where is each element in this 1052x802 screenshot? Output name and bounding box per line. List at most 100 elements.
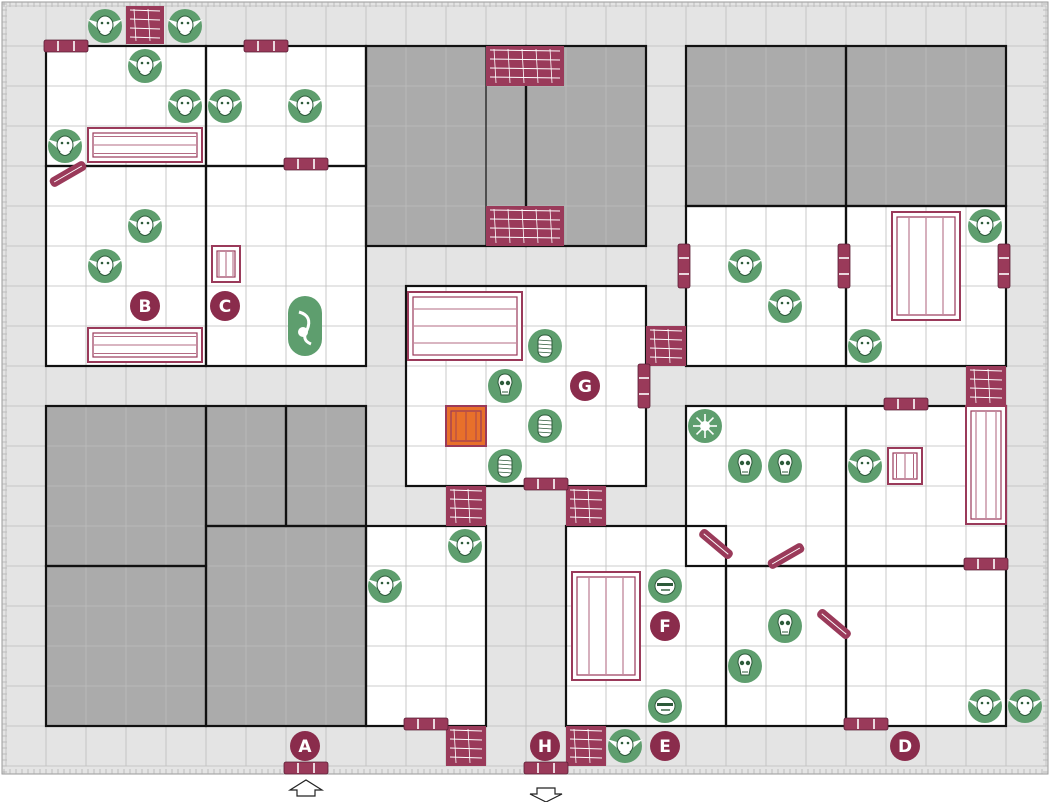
door-panel: [403, 717, 449, 731]
goblin-ears: [287, 99, 323, 108]
mummy-wraps: [537, 419, 553, 422]
door-panel: [283, 157, 329, 171]
skull-eye: [499, 380, 505, 386]
goblin-head: [136, 215, 154, 235]
rubble-block: [566, 486, 606, 526]
stone-line: [649, 338, 683, 341]
goblin-eye: [140, 221, 144, 225]
stone-line: [507, 208, 511, 244]
goblin-eye: [626, 741, 630, 745]
goblin-head: [776, 295, 794, 315]
goblin-eye: [146, 221, 150, 225]
goblin-icon: [727, 249, 763, 283]
stone-line: [489, 67, 561, 70]
door-icon: [843, 717, 889, 731]
goblin-head: [176, 95, 194, 115]
treasure-chest-icon: [211, 245, 241, 283]
label-b: B: [130, 291, 160, 321]
stone-line: [987, 368, 991, 404]
goblin-eye: [306, 101, 310, 105]
stone-line: [489, 227, 561, 230]
rack-icon: [87, 327, 203, 363]
label-badge: [570, 371, 600, 401]
orc-icon: [648, 569, 682, 603]
goblin-eye: [786, 301, 790, 305]
table-icon-inner: [896, 216, 956, 316]
goblin-shoulders: [138, 231, 152, 236]
label-e: E: [650, 731, 680, 761]
door-icon: [243, 39, 289, 53]
trap-line: [703, 533, 729, 555]
fireplace-icon-inner: [970, 410, 1002, 520]
stone-line: [129, 36, 161, 39]
skeleton-icon: [768, 609, 802, 643]
label-text: H: [538, 737, 552, 757]
door-icon: [677, 243, 691, 289]
stone-line: [449, 498, 483, 501]
goblin-ears: [967, 699, 1003, 708]
goblin-eye: [146, 61, 150, 65]
goblin-eye: [140, 61, 144, 65]
stone-line: [569, 489, 603, 492]
goblin-ears: [127, 219, 163, 228]
skeleton-icon: [488, 369, 522, 403]
rubble-fill: [566, 486, 606, 526]
goblin-ears: [607, 739, 643, 748]
skull-eye: [745, 660, 751, 666]
goblin-ears: [87, 259, 123, 268]
skeleton-icon: [728, 649, 762, 683]
wall-outline: [844, 564, 1008, 728]
stone-line: [521, 208, 525, 244]
goblin-eye: [66, 141, 70, 145]
goblin-shoulders: [178, 31, 192, 36]
gargoyle-icon: [288, 296, 322, 356]
spider-body: [700, 421, 710, 431]
mummy-body: [537, 414, 553, 438]
mummy-wraps: [537, 339, 553, 342]
goblin-eye: [180, 101, 184, 105]
goblin-eye: [620, 741, 624, 745]
goblin-head: [1016, 695, 1034, 715]
goblin-shoulders: [178, 111, 192, 116]
door-icon: [837, 243, 851, 289]
goblin-head: [296, 95, 314, 115]
goblin-head: [176, 15, 194, 35]
skeleton-icon: [728, 449, 762, 483]
mummy-body: [497, 454, 513, 478]
goblin-ears: [127, 59, 163, 68]
goblin-ears: [727, 259, 763, 268]
stone-line: [467, 488, 471, 524]
goblin-eye: [860, 461, 864, 465]
goblin-icon: [47, 129, 83, 163]
goblin-eye: [100, 261, 104, 265]
label-d: D: [890, 731, 920, 761]
highlighted-bookcase-icon: [445, 405, 487, 447]
label-badge: [210, 291, 240, 321]
mummy-wraps: [537, 351, 553, 354]
skull-eye: [785, 620, 791, 626]
stone-line: [449, 729, 483, 732]
goblin-eye: [980, 701, 984, 705]
rubble-fill: [446, 486, 486, 526]
goblin-head: [856, 335, 874, 355]
goblin-icon: [1007, 689, 1043, 723]
mummy-wraps: [537, 347, 553, 350]
goblin-head: [736, 255, 754, 275]
stone-line: [489, 76, 561, 79]
stone-line: [489, 58, 561, 61]
goblin-eye: [106, 261, 110, 265]
skull-eye: [779, 620, 785, 626]
stone-line: [489, 209, 561, 212]
spider-icon: [688, 409, 722, 443]
door-panel: [283, 761, 329, 775]
door-panel: [523, 477, 569, 491]
goblin-eye: [866, 341, 870, 345]
door-icon: [637, 363, 651, 409]
mummy-wraps: [497, 467, 513, 470]
door-icon: [403, 717, 449, 731]
goblin-eye: [860, 341, 864, 345]
treasure-chest-icon-inner: [892, 452, 918, 480]
stone-line: [449, 738, 483, 741]
rubble-block: [966, 366, 1006, 406]
